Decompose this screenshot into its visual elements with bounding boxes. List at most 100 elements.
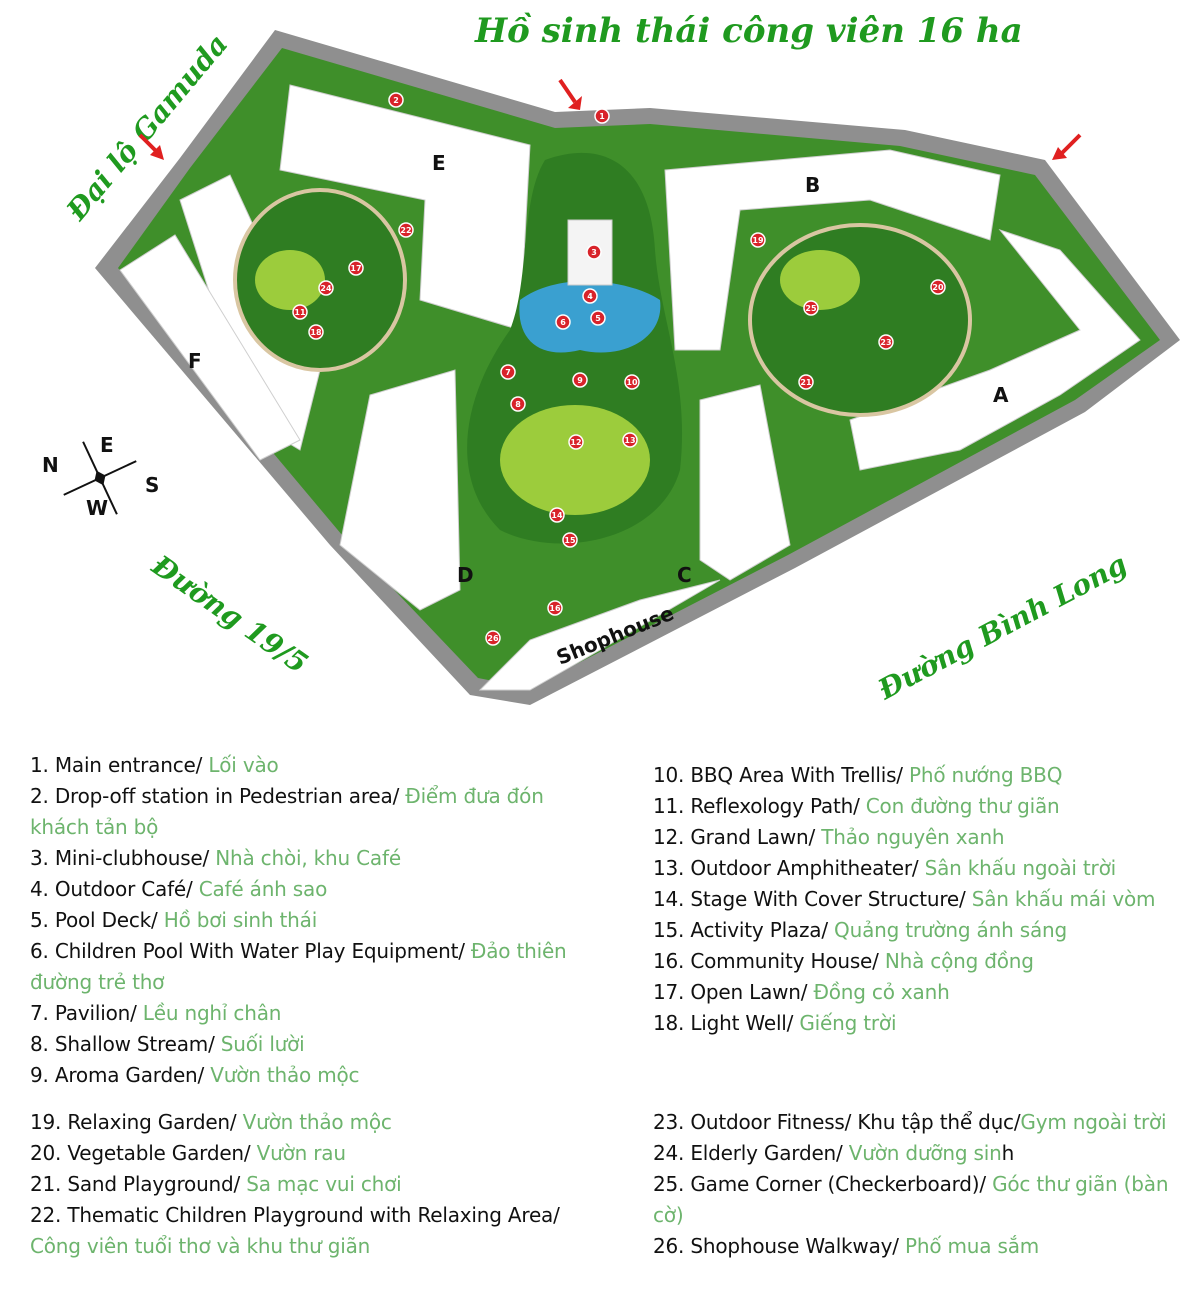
legend-item: 22. Thematic Children Playground with Re… bbox=[30, 1200, 590, 1262]
building-d-label: D bbox=[457, 563, 474, 587]
map-pin bbox=[930, 279, 946, 295]
map-pin bbox=[572, 372, 588, 388]
legend-item-vietnamese: Công viên tuổi thơ và khu thư giãn bbox=[30, 1234, 371, 1258]
legend-item: 20. Vegetable Garden/ Vườn rau bbox=[30, 1138, 590, 1169]
legend-item: 17. Open Lawn/ Đồng cỏ xanh bbox=[653, 977, 1183, 1008]
building-a-label: A bbox=[993, 383, 1009, 407]
legend-item-english: 10. BBQ Area With Trellis/ bbox=[653, 763, 910, 787]
map-pin-number: 8 bbox=[515, 400, 521, 409]
legend-item-vietnamese: Sa mạc vui chơi bbox=[246, 1172, 402, 1196]
map-pin bbox=[624, 374, 640, 390]
legend-item-vietnamese: Con đường thư giãn bbox=[865, 794, 1060, 818]
legend-item-english: 3. Mini-clubhouse/ bbox=[30, 846, 216, 870]
legend-column-2: 10. BBQ Area With Trellis/ Phố nướng BBQ… bbox=[653, 760, 1183, 1039]
building-f-label: F bbox=[188, 349, 202, 373]
map-pin bbox=[594, 108, 610, 124]
map-pin-number: 15 bbox=[564, 536, 576, 545]
legend-item-english: 15. Activity Plaza/ bbox=[653, 918, 835, 942]
legend-item-vietnamese: Nhà cộng đồng bbox=[884, 949, 1034, 973]
legend-item: 15. Activity Plaza/ Quảng trường ánh sán… bbox=[653, 915, 1183, 946]
legend-item-vietnamese: Phố nướng BBQ bbox=[909, 763, 1063, 787]
map-pin bbox=[388, 92, 404, 108]
legend-item-english: 19. Relaxing Garden/ bbox=[30, 1110, 243, 1134]
legend-item: 11. Reflexology Path/ Con đường thư giãn bbox=[653, 791, 1183, 822]
legend-item-vietnamese: Thảo nguyên xanh bbox=[821, 825, 1005, 849]
legend-item: 9. Aroma Garden/ Vườn thảo mộc bbox=[30, 1060, 590, 1091]
legend-item: 14. Stage With Cover Structure/ Sân khấu… bbox=[653, 884, 1183, 915]
legend-item-english: 13. Outdoor Amphitheater/ bbox=[653, 856, 925, 880]
map-pin bbox=[586, 244, 602, 260]
map-pin bbox=[318, 280, 334, 296]
legend-item-vietnamese: Café ánh sao bbox=[198, 877, 328, 901]
legend-item-english: 26. Shophouse Walkway/ bbox=[653, 1234, 905, 1258]
map-pin bbox=[622, 432, 638, 448]
map-pin bbox=[500, 364, 516, 380]
legend-item-vietnamese: Suối lười bbox=[220, 1032, 305, 1056]
legend-item-english: 17. Open Lawn/ bbox=[653, 980, 814, 1004]
east-lawn bbox=[780, 250, 860, 310]
map-pin-number: 5 bbox=[595, 314, 601, 323]
map-pin bbox=[562, 532, 578, 548]
legend-item: 1. Main entrance/ Lối vào bbox=[30, 750, 590, 781]
map-pin-number: 13 bbox=[624, 436, 635, 445]
legend-item-vietnamese: Vườn thảo mộc bbox=[242, 1110, 392, 1134]
legend-item: 18. Light Well/ Giếng trời bbox=[653, 1008, 1183, 1039]
legend-item-english: 1. Main entrance/ bbox=[30, 753, 209, 777]
map-pin bbox=[308, 324, 324, 340]
legend-item-vietnamese: Sân khấu mái vòm bbox=[971, 887, 1156, 911]
map-pin bbox=[547, 600, 563, 616]
map-pin bbox=[568, 434, 584, 450]
legend-item-english: 21. Sand Playground/ bbox=[30, 1172, 247, 1196]
compass-n: N bbox=[42, 453, 59, 477]
legend-item-vietnamese: Điểm đưa đón khách tản bộ bbox=[30, 784, 544, 839]
legend-item: 23. Outdoor Fitness/ Khu tập thể dục/Gym… bbox=[653, 1107, 1188, 1138]
legend-item-english: 11. Reflexology Path/ bbox=[653, 794, 866, 818]
map-pin bbox=[798, 374, 814, 390]
legend-item: 19. Relaxing Garden/ Vườn thảo mộc bbox=[30, 1107, 590, 1138]
building-b-label: B bbox=[805, 173, 820, 197]
legend-column-4: 23. Outdoor Fitness/ Khu tập thể dục/Gym… bbox=[653, 1107, 1188, 1262]
legend-item-tail: h bbox=[1001, 1141, 1015, 1165]
legend-item: 5. Pool Deck/ Hồ bơi sinh thái bbox=[30, 905, 590, 936]
map-pin bbox=[878, 334, 894, 350]
legend-item-english: 4. Outdoor Café/ bbox=[30, 877, 199, 901]
buildings bbox=[119, 84, 1141, 691]
map-pin bbox=[398, 222, 414, 238]
map-pin-number: 20 bbox=[932, 283, 944, 292]
pool bbox=[519, 281, 661, 353]
legend-item-english: 25. Game Corner (Checkerboard)/ bbox=[653, 1172, 993, 1196]
compass-s: S bbox=[145, 473, 159, 497]
map-pin-number: 23 bbox=[880, 338, 891, 347]
map-pin-number: 4 bbox=[587, 292, 593, 301]
compass-e: E bbox=[100, 433, 114, 457]
map-pin-number: 21 bbox=[800, 378, 812, 387]
compass-w: W bbox=[86, 496, 108, 520]
map-pin-number: 22 bbox=[400, 226, 411, 235]
legend-item-vietnamese: Giếng trời bbox=[799, 1011, 897, 1035]
legend-item: 2. Drop-off station in Pedestrian area/ … bbox=[30, 781, 590, 843]
legend-item: 16. Community House/ Nhà cộng đồng bbox=[653, 946, 1183, 977]
map-pin-number: 19 bbox=[752, 236, 764, 245]
legend-item-english: 16. Community House/ bbox=[653, 949, 885, 973]
legend-item-english: 20. Vegetable Garden/ bbox=[30, 1141, 257, 1165]
legend-item-vietnamese: Đồng cỏ xanh bbox=[813, 980, 950, 1004]
legend-item: 4. Outdoor Café/ Café ánh sao bbox=[30, 874, 590, 905]
legend-item: 3. Mini-clubhouse/ Nhà chòi, khu Café bbox=[30, 843, 590, 874]
west-lawn bbox=[255, 250, 325, 310]
legend-item: 6. Children Pool With Water Play Equipme… bbox=[30, 936, 590, 998]
grand-lawn bbox=[500, 405, 650, 515]
legend-item-english: 6. Children Pool With Water Play Equipme… bbox=[30, 939, 471, 963]
map-pin-number: 26 bbox=[487, 634, 499, 643]
legend-item-vietnamese: Lối vào bbox=[208, 753, 279, 777]
legend-item-english: 14. Stage With Cover Structure/ bbox=[653, 887, 972, 911]
legend-item-english: 22. Thematic Children Playground with Re… bbox=[30, 1203, 560, 1227]
legend-item: 10. BBQ Area With Trellis/ Phố nướng BBQ bbox=[653, 760, 1183, 791]
arrow-icon bbox=[138, 78, 1082, 160]
legend-item: 24. Elderly Garden/ Vườn dưỡng sinh bbox=[653, 1138, 1188, 1169]
site-plan-map: E B F A D C Shophouse Hồ sinh thái công … bbox=[42, 11, 1180, 707]
legend-item: 12. Grand Lawn/ Thảo nguyên xanh bbox=[653, 822, 1183, 853]
map-pin-number: 17 bbox=[350, 264, 361, 273]
legend-item-english: 23. Outdoor Fitness/ Khu tập thể dục/ bbox=[653, 1110, 1021, 1134]
legend-item-vietnamese: Quảng trường ánh sáng bbox=[834, 918, 1067, 942]
